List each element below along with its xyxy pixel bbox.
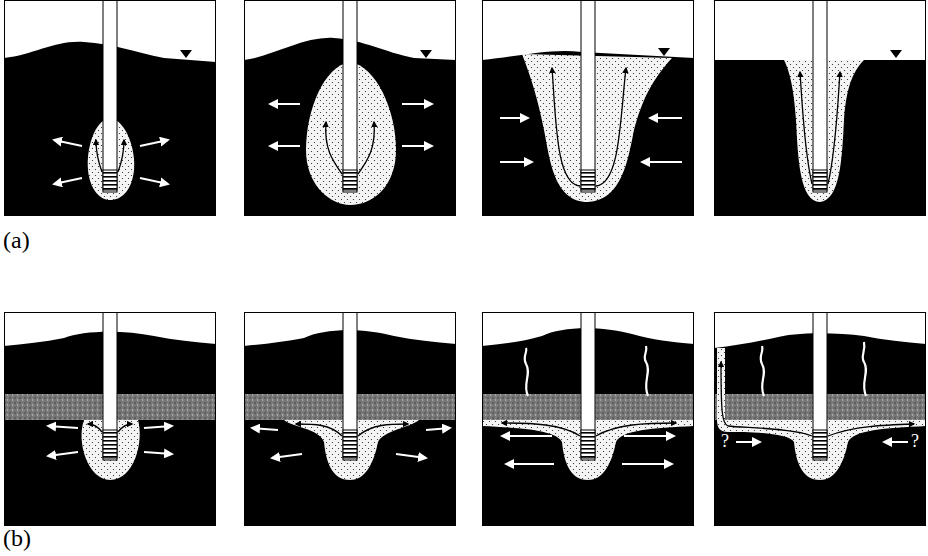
- unknown-mark: ?: [911, 432, 919, 450]
- unknown-mark: ?: [721, 432, 729, 450]
- panel-label: (b): [3, 526, 31, 550]
- panel-label: (a): [3, 228, 30, 252]
